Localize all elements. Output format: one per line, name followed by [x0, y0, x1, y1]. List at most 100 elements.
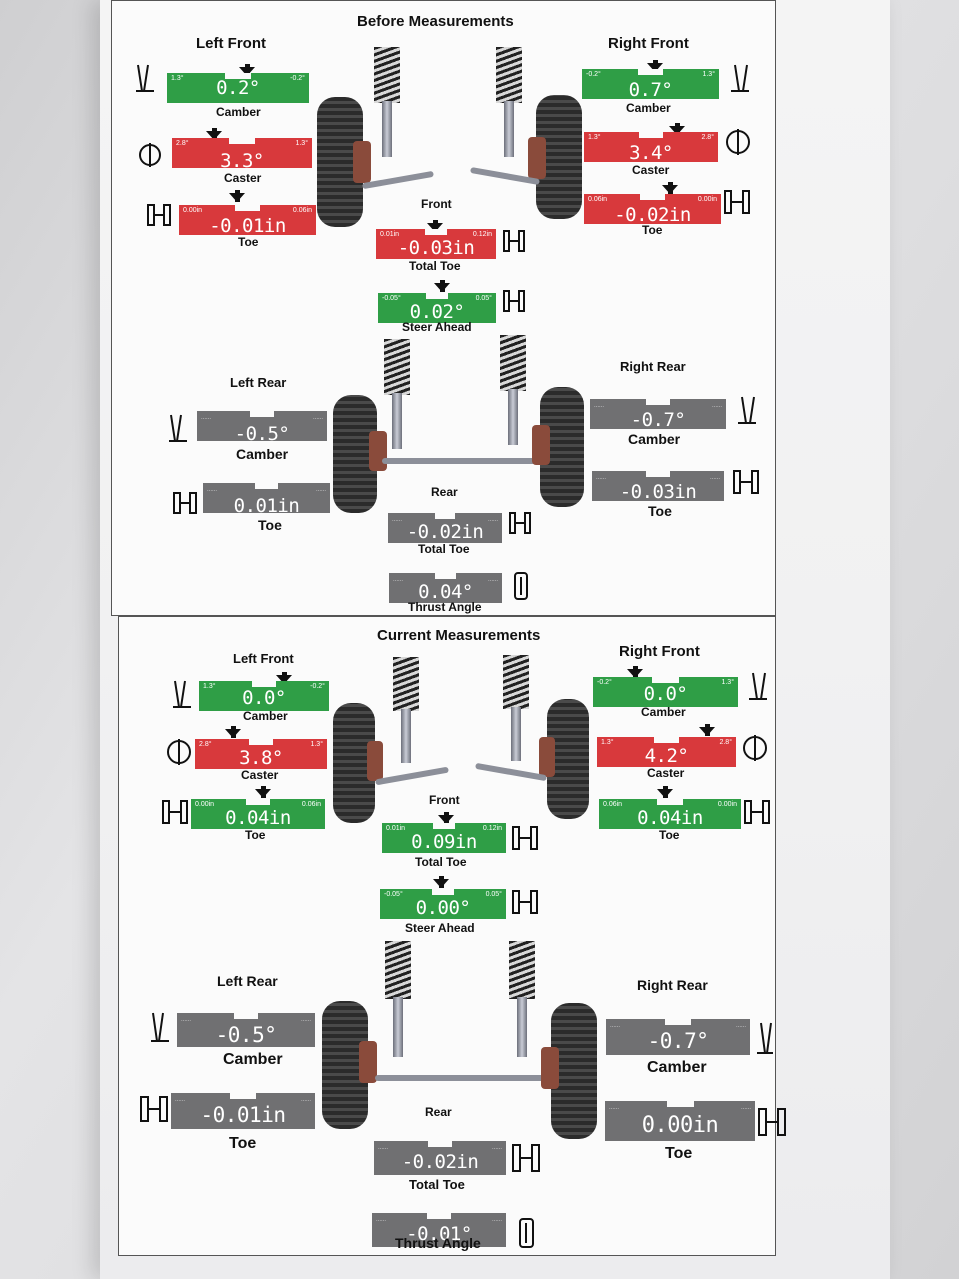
before-lf-toe-label: Toe — [238, 235, 259, 249]
before-front-total-toe-label: Total Toe — [409, 259, 461, 273]
spec-min: 1.3° — [203, 683, 216, 690]
current-rf-toe-value: 0.04in — [637, 807, 703, 829]
current-thrust-angle-value: -0.01° — [406, 1223, 472, 1245]
bar-notch — [230, 1093, 256, 1099]
spec-min: 0.01in — [386, 825, 406, 832]
bar-notch — [434, 513, 456, 519]
current-left-rear-label: Left Rear — [217, 973, 278, 989]
before-right-rear-label: Right Rear — [620, 359, 686, 374]
bar-notch — [255, 483, 278, 489]
before-lf-camber-value: 0.2° — [216, 77, 260, 99]
current-lf-caster-bar: 2.8° 1.3° 3.8° — [195, 739, 327, 769]
total-toe-icon — [511, 823, 538, 851]
current-right-rear-label: Right Rear — [637, 977, 708, 993]
current-lr-toe-value: -0.01in — [200, 1103, 286, 1127]
bar-notch — [640, 194, 665, 200]
toe-icon — [172, 489, 197, 517]
left-rear-hub — [369, 431, 387, 471]
current-rr-toe-value: 0.00in — [641, 1113, 719, 1138]
bar-notch — [425, 229, 447, 235]
current-lf-camber-label: Camber — [243, 709, 288, 723]
spec-min: 1.3° — [171, 75, 184, 82]
camber-icon — [747, 671, 769, 700]
before-rf-caster-bar: 1.3° 2.8° 3.4° — [584, 132, 718, 164]
current-lf-caster-value: 3.8° — [239, 747, 283, 769]
caster-icon — [165, 737, 191, 765]
rear-link — [382, 458, 548, 464]
current-measurements-panel: Current Measurements Left Front 1.3° -0.… — [118, 616, 786, 1256]
no-spec-dots: ...... — [312, 415, 323, 421]
spec-min: -0.2° — [597, 679, 612, 686]
before-front-total-toe-value: -0.03in — [397, 237, 475, 259]
spec-max: 0.05° — [485, 891, 502, 898]
camber-icon — [167, 413, 189, 442]
before-rear-label: Rear — [431, 485, 458, 499]
right-front-strut — [504, 101, 514, 157]
steer-ahead-icon — [511, 887, 538, 915]
toe-icon — [757, 1105, 786, 1136]
right-rear-spring — [509, 941, 535, 999]
toe-icon — [139, 1093, 168, 1122]
right-front-spring — [503, 655, 529, 709]
no-spec-dots: ...... — [378, 1145, 389, 1151]
before-lf-camber-bar: 1.3° -0.2° 0.2° — [167, 73, 309, 103]
before-lf-caster-label: Caster — [224, 171, 262, 185]
bar-notch — [426, 293, 448, 299]
before-rf-camber-label: Camber — [626, 101, 671, 115]
before-rf-toe-value: -0.02in — [614, 204, 691, 226]
current-lr-camber-label: Camber — [223, 1051, 283, 1068]
caster-icon — [741, 733, 767, 761]
left-front-control-arm — [375, 766, 449, 786]
thrust-angle-icon — [512, 571, 534, 600]
spec-min: 1.3° — [588, 134, 601, 141]
spec-min: 0.00in — [183, 207, 203, 214]
before-steer-ahead-label: Steer Ahead — [402, 320, 472, 334]
bar-notch — [235, 205, 260, 211]
bar-notch — [431, 889, 455, 895]
before-rr-camber-label: Camber — [628, 431, 681, 447]
current-rf-caster-value: 4.2° — [644, 745, 689, 767]
no-spec-dots: ...... — [491, 1217, 502, 1223]
current-rf-caster-bar: 1.3° 2.8° 4.2° — [597, 737, 736, 767]
no-spec-dots: ...... — [487, 577, 498, 583]
no-spec-dots: ...... — [300, 1097, 311, 1103]
right-rear-strut — [508, 389, 518, 445]
before-left-rear-label: Left Rear — [230, 375, 287, 390]
spec-min: 2.8° — [199, 741, 212, 748]
spec-max: 0.05° — [475, 295, 492, 302]
before-thrust-angle-value: 0.04° — [418, 581, 473, 603]
before-rf-caster-value: 3.4° — [629, 142, 673, 164]
left-front-spring — [374, 47, 400, 103]
before-lr-toe-bar: ...... ...... 0.01in — [203, 483, 330, 517]
before-steer-ahead-marker — [434, 280, 450, 292]
spec-min: 0.00in — [195, 801, 215, 808]
before-rf-camber-marker — [647, 60, 663, 72]
before-rr-toe-bar: ...... ...... -0.03in — [592, 471, 724, 503]
before-lf-camber-label: Camber — [216, 105, 261, 119]
no-spec-dots: ...... — [735, 1023, 746, 1029]
camber-icon — [149, 1011, 171, 1042]
before-front-total-toe-marker — [427, 220, 443, 232]
spec-max: -0.2° — [310, 683, 325, 690]
no-spec-dots: ...... — [711, 403, 722, 409]
no-spec-dots: ...... — [594, 403, 605, 409]
no-spec-dots: ...... — [610, 1023, 621, 1029]
before-rf-caster-label: Caster — [632, 163, 670, 177]
left-front-hub — [367, 741, 383, 781]
steer-ahead-icon — [502, 287, 525, 315]
before-lr-toe-value: 0.01in — [233, 495, 300, 517]
before-lr-camber-label: Camber — [236, 446, 289, 462]
no-spec-dots: ...... — [487, 517, 498, 523]
bar-notch — [250, 411, 274, 417]
before-lf-caster-bar: 2.8° 1.3° 3.3° — [172, 138, 312, 172]
bar-notch — [428, 1141, 452, 1147]
current-rf-caster-label: Caster — [647, 766, 685, 780]
before-rf-caster-marker — [669, 123, 685, 135]
total-toe-icon — [502, 227, 525, 255]
bar-notch — [645, 399, 671, 405]
bar-notch — [249, 739, 273, 745]
spec-max: 0.06in — [292, 207, 312, 214]
right-rear-strut — [517, 997, 527, 1057]
no-spec-dots: ...... — [181, 1017, 192, 1023]
bar-notch — [665, 1019, 691, 1025]
